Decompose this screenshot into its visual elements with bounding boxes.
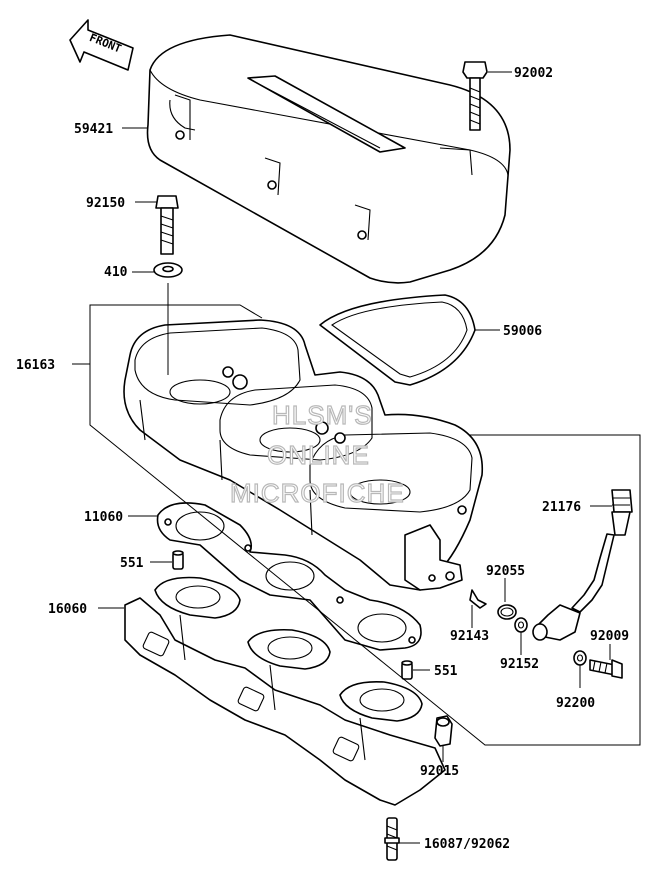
label-21176: 21176	[542, 500, 581, 515]
washer-410	[153, 262, 183, 278]
front-arrow-icon: FRONT	[69, 19, 134, 71]
label-11060: 11060	[84, 510, 123, 525]
label-16163: 16163	[16, 358, 55, 373]
label-410: 410	[104, 265, 128, 280]
clip-92143	[469, 589, 487, 609]
bolt-92002	[462, 61, 488, 131]
watermark-line-1: HLSM'S	[272, 400, 373, 430]
label-16087-92062: 16087/92062	[424, 837, 510, 852]
plenum-16163	[123, 319, 484, 591]
label-92152: 92152	[500, 657, 539, 672]
label-92055: 92055	[486, 564, 525, 579]
label-551-left: 551	[120, 556, 144, 571]
dowel-551-right	[401, 660, 413, 680]
nut-92015	[434, 715, 453, 747]
watermark: HLSM'S ONLINE MICROFICHE	[229, 399, 405, 508]
gasket-59006	[319, 294, 476, 386]
label-59421: 59421	[74, 122, 113, 137]
watermark-line-2: ONLINE	[267, 440, 370, 470]
bolt-92009	[589, 659, 623, 679]
label-92015: 92015	[420, 764, 459, 779]
label-92009: 92009	[590, 629, 629, 644]
label-16060: 16060	[48, 602, 87, 617]
dowel-551-left	[172, 550, 184, 570]
sensor-21176	[532, 489, 633, 641]
o-ring-92055	[497, 604, 517, 620]
washer-92152	[514, 617, 528, 633]
bolt-92150	[155, 195, 179, 255]
label-92200: 92200	[556, 696, 595, 711]
washer-92200	[573, 650, 587, 666]
label-92002: 92002	[514, 66, 553, 81]
watermark-line-3: MICROFICHE	[230, 478, 405, 508]
leader-lines	[72, 71, 641, 844]
label-92150: 92150	[86, 196, 125, 211]
label-92143: 92143	[450, 629, 489, 644]
part-labels: 92002 59421 92150 410 59006 16163 11060 …	[16, 66, 629, 852]
label-59006: 59006	[503, 324, 542, 339]
manifold-16060	[124, 576, 446, 806]
cover-59421	[146, 34, 511, 284]
label-551-right: 551	[434, 664, 458, 679]
stud-16087-92062	[384, 817, 400, 861]
gasket-11060	[156, 502, 422, 651]
